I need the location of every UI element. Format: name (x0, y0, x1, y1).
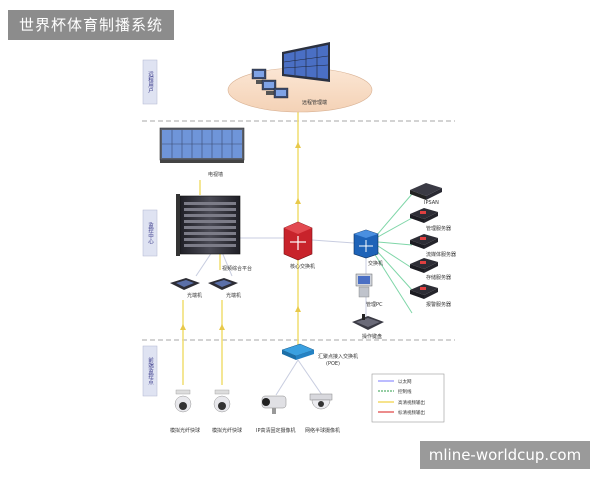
poe-switch-label: 汇聚点接入交换机 (318, 353, 358, 360)
legend-item-control: 控制线 (378, 388, 412, 395)
alarm-server-label: 报警服务器 (426, 301, 451, 308)
legend-item-control-label: 控制线 (398, 388, 412, 395)
legend-item-hd-video-label: 高清视频输出 (398, 399, 425, 406)
remote-workstation-1[interactable] (251, 68, 267, 84)
mgmt-pc[interactable] (355, 273, 373, 298)
camera-dome-2[interactable] (213, 389, 231, 413)
optical-transceiver-1[interactable] (170, 278, 200, 290)
access-switch[interactable] (353, 229, 379, 259)
poe-switch-note: (POE) (326, 361, 340, 367)
legend-item-ethernet: 以太网 (378, 378, 412, 385)
ethernet-lines (195, 237, 367, 396)
optical-transceiver-2-label: 光端机 (226, 292, 241, 299)
optical-transceiver-2[interactable] (208, 278, 238, 290)
storage-server-label: 存储服务器 (426, 274, 451, 281)
poe-switch[interactable] (281, 343, 315, 360)
tv-wall-label: 电视墙 (208, 171, 223, 178)
watermark-banner: mline-worldcup.com (420, 441, 590, 469)
remote-workstation-2[interactable] (261, 79, 277, 95)
core-switch[interactable] (283, 221, 313, 261)
zone-label-frontend: 前端监控点 (142, 345, 158, 397)
camera-4-label: 网络半球摄像机 (305, 427, 340, 434)
ipsan-label: IPSAN (424, 200, 439, 206)
video-platform-label: 视频综合平台 (222, 265, 252, 272)
legend-item-sd-video: 标清视频输出 (378, 409, 425, 416)
remote-mgmt-label: 远程管理端 (302, 99, 327, 106)
mgmt-server-label: 管理服务器 (426, 225, 451, 232)
zone-label-remote: 远程用户 (142, 59, 158, 105)
access-switch-label: 交换机 (368, 260, 383, 267)
stream-server[interactable] (410, 234, 438, 249)
zone-label-monitor: 监控中心 (142, 209, 158, 257)
camera-3-label: IP高清固定摄像机 (256, 427, 296, 434)
legend-item-sd-video-label: 标清视频输出 (398, 409, 425, 416)
legend: 以太网 控制线 高清视频输出 标清视频输出 (371, 373, 445, 423)
remote-workstation-3[interactable] (273, 87, 289, 99)
keyboard-label: 操作键盘 (362, 333, 382, 340)
camera-bullet-ip[interactable] (261, 395, 287, 414)
storage-server[interactable] (410, 258, 438, 273)
alarm-server[interactable] (410, 284, 438, 299)
mgmt-server[interactable] (410, 208, 438, 223)
control-keyboard[interactable] (352, 314, 384, 330)
camera-half-dome[interactable] (309, 393, 333, 410)
ipsan-device[interactable] (410, 183, 442, 200)
stream-server-label: 流媒体服务器 (426, 251, 456, 258)
video-platform-rack[interactable] (176, 194, 241, 256)
zone-label-frontend-text: 前端监控点 (147, 356, 154, 386)
zone-label-remote-text: 远程用户 (147, 70, 154, 95)
core-switch-label: 核心交换机 (290, 263, 315, 270)
camera-dome-1[interactable] (174, 389, 192, 413)
tv-wall[interactable] (159, 127, 245, 163)
legend-item-hd-video: 高清视频输出 (378, 399, 425, 406)
legend-item-ethernet-label: 以太网 (398, 378, 412, 385)
page-title-banner: 世界杯体育制播系统 (8, 10, 174, 40)
flow-arrows (180, 142, 301, 330)
zone-label-monitor-text: 监控中心 (147, 221, 154, 245)
optical-transceiver-1-label: 光端机 (187, 292, 202, 299)
control-lines (373, 193, 413, 314)
camera-1-label: 模拟光纤快球 (170, 427, 200, 434)
camera-2-label: 模拟光纤快球 (212, 427, 242, 434)
mgmt-pc-label: 管理PC (366, 301, 383, 308)
remote-video-wall[interactable] (282, 42, 330, 82)
